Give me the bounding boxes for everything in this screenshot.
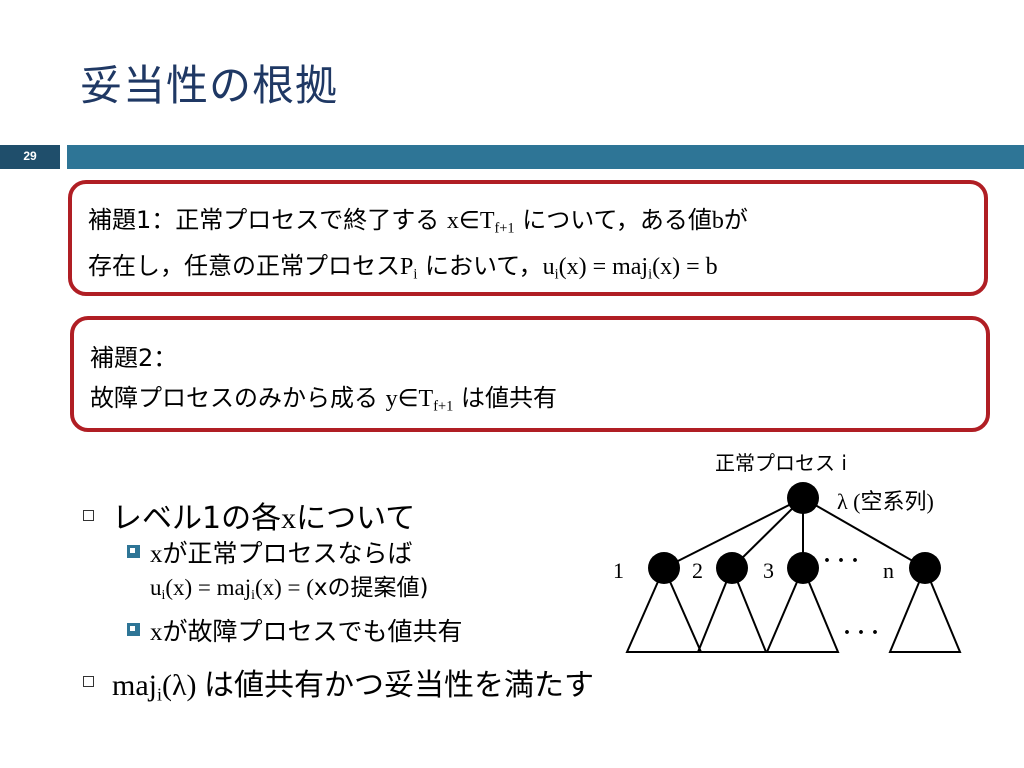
child-node: [648, 552, 680, 584]
child-label-3: 3: [763, 558, 774, 583]
lemma1-line2: 存在し，任意の正常プロセスPi において，ui(x) = maji(x) = b: [88, 252, 718, 283]
accent-bar: [67, 145, 1024, 169]
child-label-2: 2: [692, 558, 703, 583]
sub-bullet-correct: xが正常プロセスならば: [150, 539, 413, 568]
root-node: [787, 482, 819, 514]
slide-number: 29: [0, 145, 60, 169]
root-top-label: 正常プロセス i: [715, 451, 847, 475]
sub-bullet-correct-cont: ui(x) = maji(x) = (xの提案値): [150, 575, 429, 603]
sub-bullet-icon: [127, 623, 140, 636]
subtree-triangle: [888, 565, 962, 653]
ellipsis-subtrees: · · ·: [843, 620, 880, 646]
tree-edge: [663, 497, 804, 569]
lemma2-line1: 補題2：: [90, 344, 178, 372]
child-label-1: 1: [613, 558, 624, 583]
sub-bullet-faulty: xが故障プロセスでも値共有: [150, 617, 463, 646]
subtree-triangle: [625, 565, 703, 653]
subtree-triangle: [765, 565, 840, 653]
child-label-n: n: [883, 558, 894, 583]
sub-bullet-icon: [127, 545, 140, 558]
root-label: λ (空系列): [837, 489, 934, 514]
lemma1-box: [68, 180, 988, 296]
tree-edge: [731, 497, 804, 569]
lemma2-line2: 故障プロセスのみから成る y∈Tf+1 は値共有: [90, 384, 557, 415]
child-node: [716, 552, 748, 584]
bullet-level1: レベル1の各xについて: [112, 501, 416, 536]
ellipsis-children: · · ·: [823, 548, 860, 574]
bullet-square-icon: [83, 510, 94, 521]
lemma1-line1: 補題1：正常プロセスで終了する x∈Tf+1 について，ある値bが: [88, 206, 748, 237]
bullet-maj-lambda: maji(λ) は値共有かつ妥当性を満たす: [112, 668, 595, 705]
lemma2-box: [70, 316, 990, 432]
subtree-triangle: [696, 565, 768, 653]
bullet-square-icon: [83, 676, 94, 687]
child-node: [787, 552, 819, 584]
tree-edge: [802, 497, 926, 569]
slide-title: 妥当性の根拠: [80, 61, 339, 110]
child-node: [909, 552, 941, 584]
